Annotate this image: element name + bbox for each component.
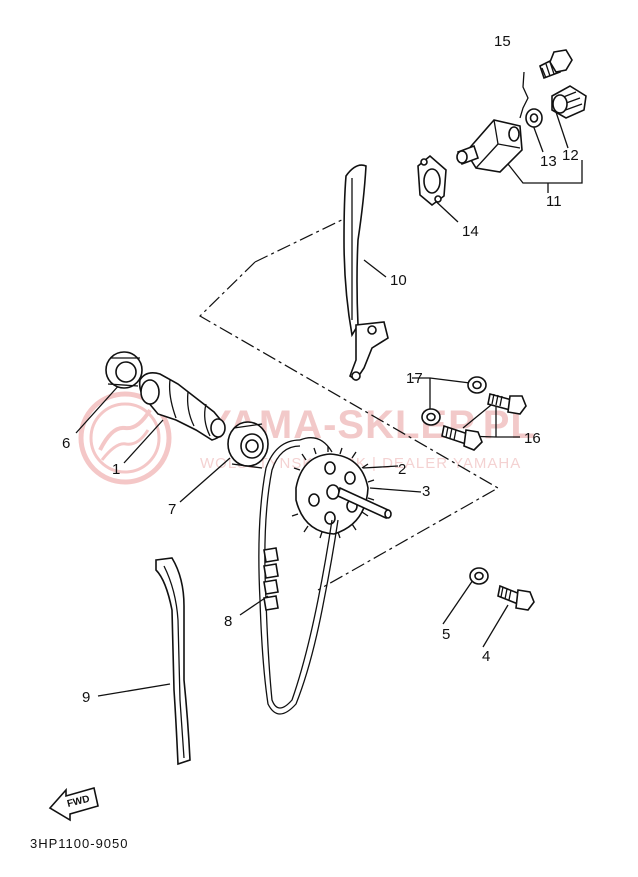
part-number-3: 3	[422, 483, 430, 500]
part-number-1: 1	[112, 461, 120, 478]
bolt-4	[497, 584, 535, 611]
part-number-17: 17	[406, 370, 423, 387]
washer-13	[525, 108, 543, 128]
drawing-code: 3HP1100-9050	[30, 836, 129, 851]
part-number-7: 7	[168, 501, 176, 518]
part-number-15: 15	[494, 33, 511, 50]
assembly-outline	[199, 261, 500, 591]
cam-chain-tensioner-11	[456, 119, 523, 173]
fwd-arrow: FWD	[48, 786, 99, 822]
part-number-13: 13	[540, 153, 557, 170]
sprocket-2	[291, 446, 375, 539]
assembly-outline-upper	[254, 214, 353, 263]
watermark-subtitle: WOLSZTYNSKI ZYSK | DEALER YAMAHA	[200, 455, 521, 472]
part-number-12: 12	[562, 147, 579, 164]
bearing-7	[227, 421, 269, 469]
part-number-2: 2	[398, 461, 406, 478]
cam-chain-8	[258, 437, 339, 715]
gasket-14	[417, 154, 447, 207]
part-number-9: 9	[82, 689, 90, 706]
bolts-16	[441, 393, 527, 451]
part-number-labels: 6 1 7 2 3 5 4 8 9 10 17 16 14 13 12 11 1…	[62, 33, 579, 706]
bearing-6	[105, 351, 143, 389]
washer-5	[469, 567, 489, 585]
dowel-pin-3	[337, 486, 392, 520]
part-number-14: 14	[462, 223, 479, 240]
watermark-logo	[78, 391, 172, 485]
part-number-5: 5	[442, 626, 450, 643]
part-number-8: 8	[224, 613, 232, 630]
washers-17	[421, 376, 487, 426]
chain-guide-9	[155, 557, 191, 766]
part-number-6: 6	[62, 435, 70, 452]
bolt-15	[539, 49, 573, 80]
part-number-16: 16	[524, 430, 541, 447]
fwd-label: FWD	[66, 794, 91, 810]
part-number-11: 11	[546, 193, 562, 210]
part-number-10: 10	[390, 272, 407, 289]
cap-bolt-12	[551, 85, 587, 119]
camshaft-1	[138, 372, 226, 441]
part-number-4: 4	[482, 648, 490, 665]
tensioner-guide-10	[343, 164, 389, 382]
